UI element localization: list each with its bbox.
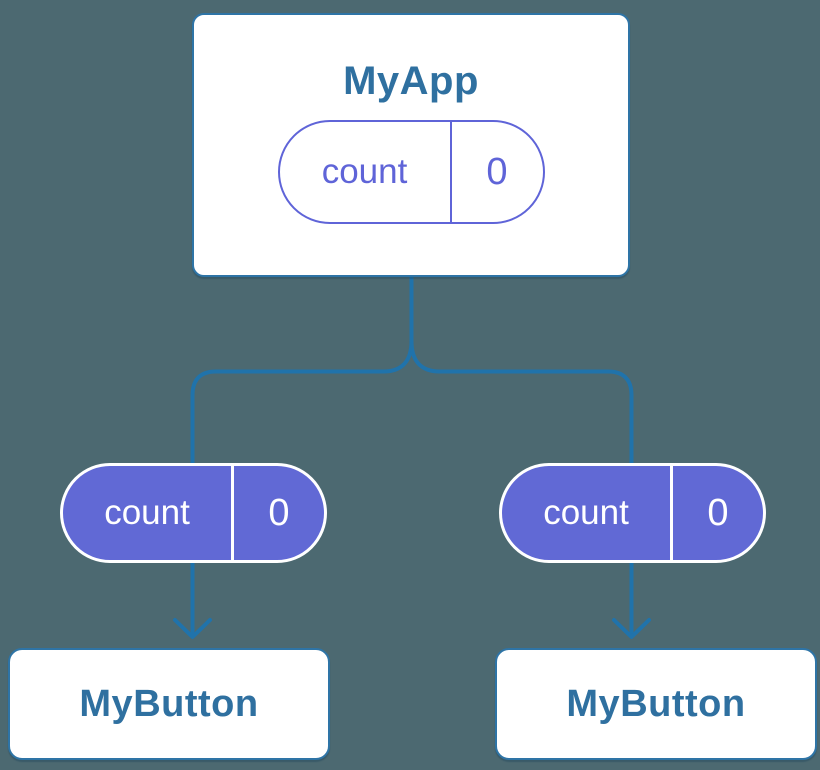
prop-label: count [104,493,190,532]
child-component-card-left: MyButton [8,648,330,760]
child-component-name: MyButton [79,682,259,725]
connector-branch-right [409,273,634,636]
arrowhead-left-icon [173,618,212,639]
prop-value: 0 [670,466,763,560]
prop-label: count [543,493,629,532]
root-component-name: MyApp [343,59,479,103]
prop-pill-left: count 0 [60,463,327,563]
root-state-pill: count 0 [277,120,545,224]
arrowhead-right-icon [612,618,651,639]
root-component-card: MyApp count 0 [192,13,630,277]
state-value: 0 [449,122,543,222]
prop-value: 0 [231,466,324,560]
state-label: count [321,152,408,191]
child-component-name: MyButton [566,682,746,725]
connector-branch-left [190,273,414,636]
child-component-card-right: MyButton [495,648,817,760]
prop-pill-right: count 0 [499,463,766,563]
